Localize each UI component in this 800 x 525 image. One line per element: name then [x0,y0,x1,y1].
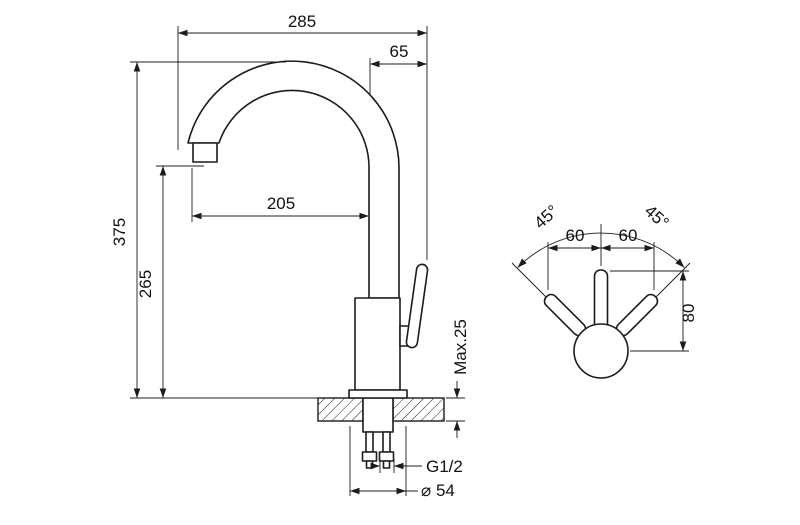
dim-overall-height: 375 [110,61,320,399]
handle-left-45 [543,293,587,337]
dim-label-spout-reach: 205 [267,194,295,213]
mounting-shank [362,397,394,433]
hose-tail-right [382,460,391,469]
countertop-left [317,397,364,422]
dim-base-diameter: ⌀ 54 [349,426,455,500]
dim-max-mounting-thickness: Max.25 [446,319,470,438]
dim-label-swing-right: 45° [641,201,673,232]
dim-label-handle-offset: 65 [390,42,409,61]
dim-handle-length: 80 [610,270,698,352]
countertop [317,397,445,422]
countertop-right [392,397,445,422]
dim-label-max-thickness: Max.25 [451,319,470,375]
hose-right [382,431,391,453]
gooseneck-spout [187,60,400,299]
dim-label-overall-height: 375 [110,218,129,246]
dim-handle-offset: 65 [369,42,427,94]
dim-label-span-left: 60 [566,226,585,245]
handle-lever [405,263,429,349]
dim-spout-reach: 205 [191,168,369,222]
faucet-front-view [187,60,445,469]
spout-aerator [192,142,218,163]
dim-overall-reach: 285 [177,12,428,260]
dim-label-spout-height: 265 [136,270,155,298]
handle-top-view [543,269,659,379]
dim-label-overall-reach: 285 [288,12,316,31]
hose-left [365,431,374,453]
dim-label-base-diameter: ⌀ 54 [421,481,455,500]
dim-label-handle-length: 80 [679,304,698,323]
dim-label-span-right: 60 [619,226,638,245]
dim-inlet-thread: G1/2 [370,457,463,476]
faucet-body-top [573,323,629,379]
dim-spout-height: 265 [136,165,204,398]
hose-nut-left [361,451,378,462]
dim-label-inlet-thread: G1/2 [426,457,463,476]
under-counter-assembly [361,397,395,469]
faucet-body [354,297,401,391]
base-flange [348,389,408,399]
handle-right-45 [615,293,659,337]
hose-nut-right [378,451,395,462]
dim-label-swing-left: 45° [530,201,562,232]
dim-handle-span: 60 60 [547,226,655,290]
